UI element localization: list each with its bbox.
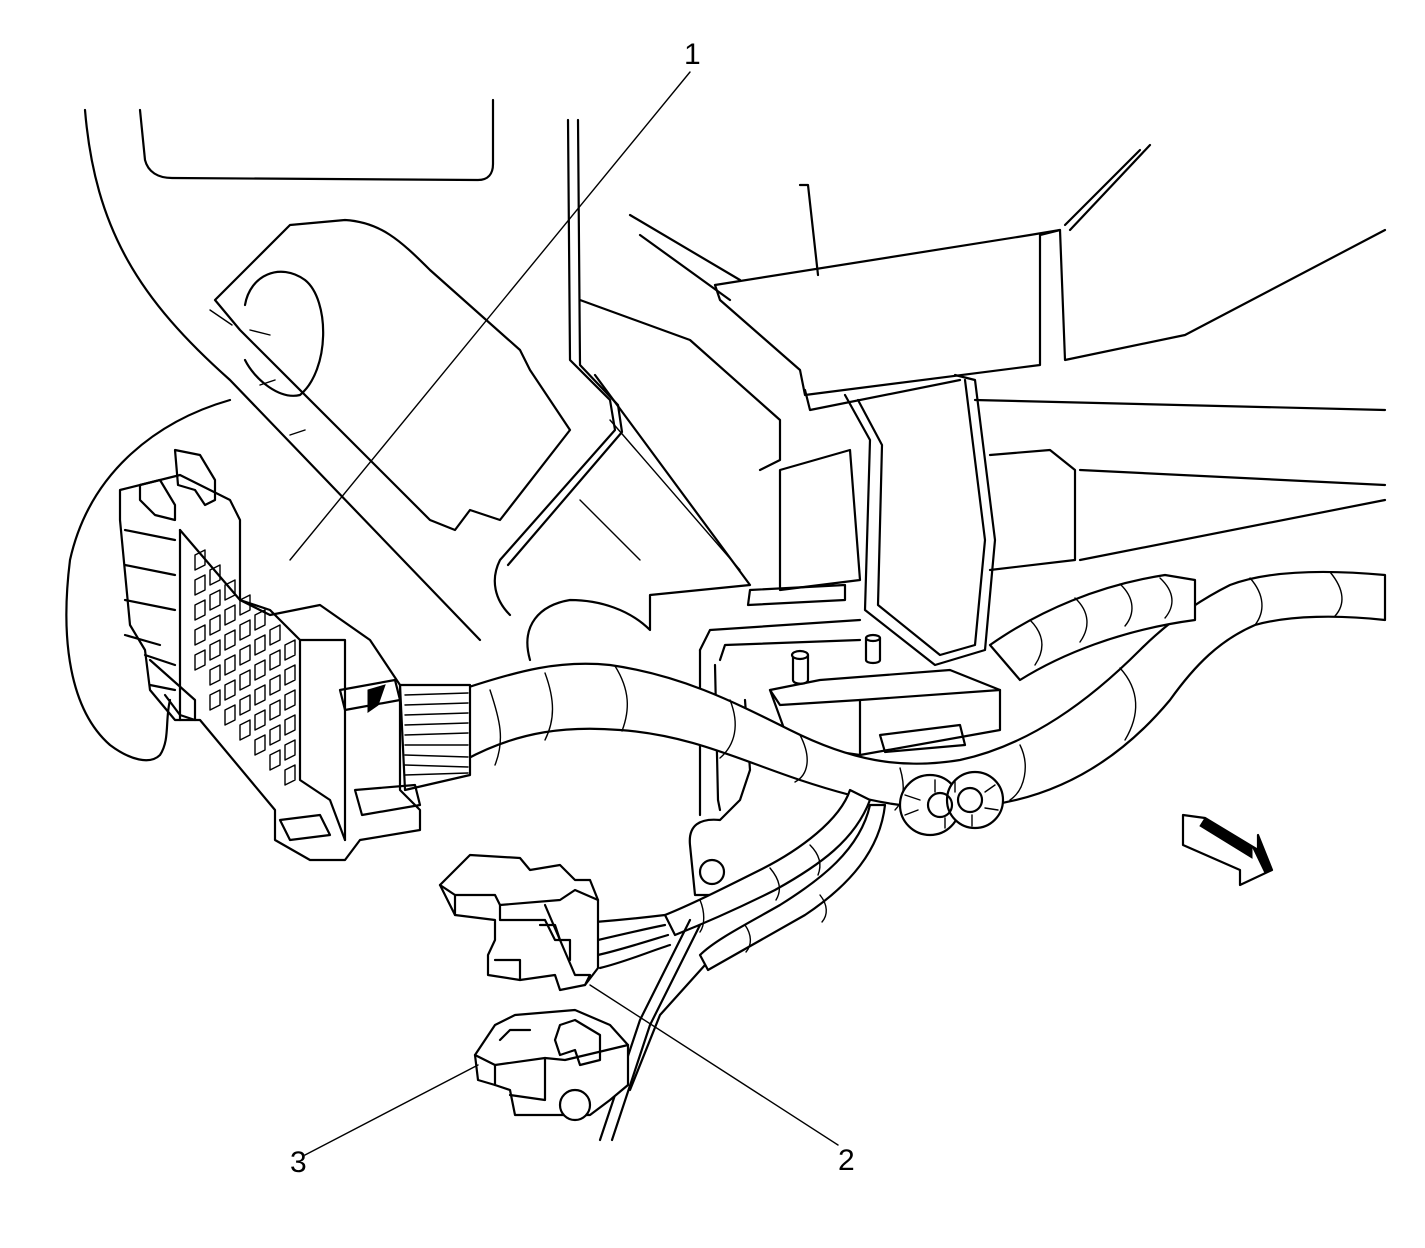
callout-1-label: 1	[684, 38, 701, 71]
connector-pin-grid	[194, 549, 296, 786]
callout-leaders	[289, 71, 839, 1156]
callout-3-leader	[304, 1064, 479, 1156]
callout-3-label: 3	[290, 1146, 307, 1179]
main-wiring-harness	[398, 570, 1387, 1142]
lower-connector	[473, 1008, 630, 1122]
mid-connector	[438, 853, 600, 992]
callout-2-leader	[589, 984, 839, 1146]
front-direction-arrow-icon	[1181, 813, 1274, 887]
instrument-panel-structure	[83, 98, 1387, 897]
large-harness-connector	[65, 398, 422, 862]
electronic-module	[768, 633, 1002, 757]
callout-2-label: 2	[838, 1144, 855, 1177]
callout-1-leader	[289, 71, 691, 561]
